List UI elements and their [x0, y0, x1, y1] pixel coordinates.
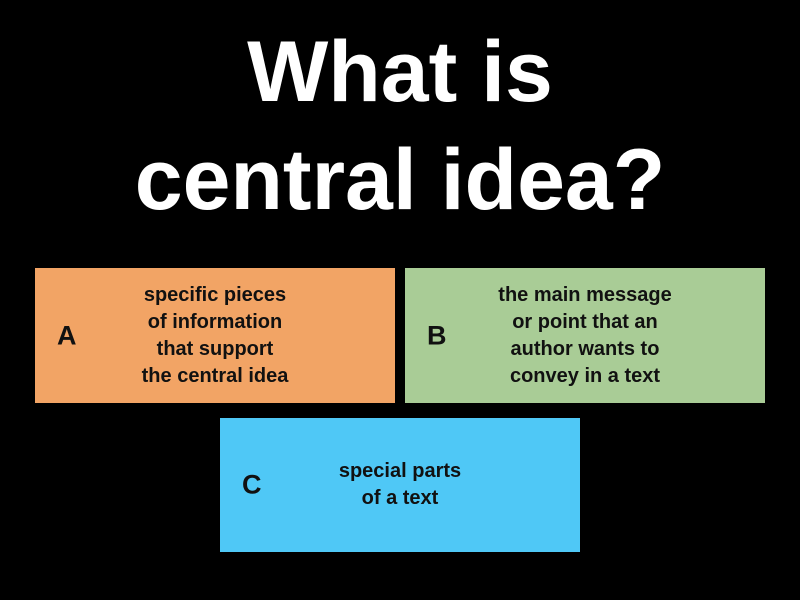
answer-text-b: the main message or point that an author…	[498, 283, 672, 387]
answer-text-a: specific pieces of information that supp…	[141, 283, 289, 387]
answer-option-a[interactable]: A specific pieces of information that su…	[35, 268, 395, 403]
answer-letter-b: B	[427, 320, 447, 350]
answer-letter-a: A	[57, 320, 77, 350]
answer-letter-c: C	[242, 469, 262, 500]
answer-option-b[interactable]: B the main message or point that an auth…	[405, 268, 765, 403]
question-title: What is central idea?	[134, 24, 666, 228]
answer-text-c: special parts of a text	[338, 460, 462, 509]
answer-option-c[interactable]: C special parts of a text	[220, 418, 580, 552]
